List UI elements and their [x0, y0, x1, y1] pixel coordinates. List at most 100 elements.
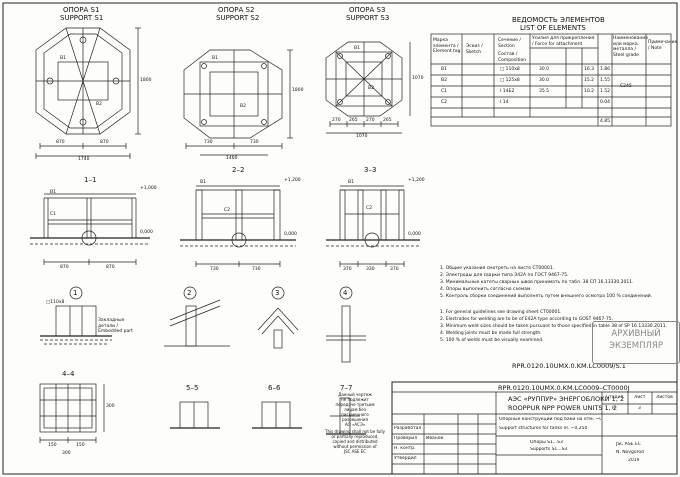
title-block-desc-ru: Опорные конструкции под баки на отм. ~0,…	[499, 417, 601, 422]
title-block-stage-hdr: Стадия	[606, 395, 624, 400]
title-block-sheet-ru: Опоры S1...S3	[530, 440, 563, 445]
title-block-grid	[391, 381, 678, 475]
table-header-force: Усилия для прикрепления / Force for atta…	[532, 36, 595, 47]
note-ru-3: 3. Минимальные катеты сварных швов прини…	[440, 280, 634, 285]
title-block-project-en: ROOPPUR NPP POWER UNITS 1, 2	[508, 404, 617, 412]
title-block-year: 2019	[628, 458, 640, 463]
title-block-desc-en: Support structures for tanks el. ~0,250	[499, 426, 588, 431]
table-header-tag: Марка элемента / Element tag	[433, 38, 461, 54]
reference-code: RPR.0120.10UMX.0.KM.LC0009/S.1	[512, 362, 626, 370]
table-header-composition: Состав / Composition	[498, 52, 527, 63]
copy-ru-3: передаче третьим	[335, 402, 375, 407]
note-ru-5: 5. Контроль сборки соединений выполнять …	[440, 294, 653, 299]
s33-elev-top: +1,200	[408, 178, 425, 183]
s44-dim-1: 150	[48, 443, 57, 448]
elements-table-grid	[430, 33, 672, 127]
row-3-f3: 1.52	[600, 89, 611, 94]
s3-label-b2: B2	[368, 86, 374, 91]
s3-dim-3: 270	[366, 118, 375, 123]
s44-dim-2: 150	[76, 443, 85, 448]
archive-stamp-line1: АРХИВНЫЙ	[611, 329, 661, 339]
node-details	[40, 286, 366, 363]
s1-height-dim: 1800	[140, 78, 152, 83]
title-block-sheets-hdr: Листов	[656, 395, 673, 400]
s33-label-b1: B1	[348, 180, 354, 185]
note-en-2: 2. Electrodes for welding are to be of E…	[440, 317, 614, 322]
node-4-label: 4	[343, 289, 348, 297]
section-1-1	[30, 193, 150, 265]
support-s3-plan	[325, 41, 411, 134]
s3-width-dim: 1070	[356, 134, 368, 139]
row-1-comp: □ 110x8	[500, 67, 520, 72]
node-2-label: 2	[187, 289, 192, 297]
section-7-7-label: 7–7	[340, 384, 353, 392]
s1-width-dim: 1740	[78, 157, 90, 162]
copy-en-2: or partially reproduced,	[331, 434, 379, 439]
section-2-2	[180, 185, 296, 267]
table-header-steel: Наименование или марка металла / Steel g…	[613, 36, 648, 58]
row-2-f3: 1.55	[600, 78, 611, 83]
s11-elev-zero: 0,000	[140, 230, 153, 235]
copy-en-3: copied and distributed	[332, 439, 378, 444]
s2-label-b1: B1	[212, 56, 218, 61]
title-block-code: RPR.0120.10UMX.0.KM.LC0009–CT0000J	[498, 384, 630, 392]
s1-label-b2: B2	[96, 102, 102, 107]
elements-table-title-ru: ВЕДОМОСТЬ ЭЛЕМЕНТОВ	[512, 16, 605, 24]
s33-dim-3: 370	[390, 267, 399, 272]
row-2-tag: B2	[441, 78, 447, 83]
row-3-tag: C1	[441, 89, 448, 94]
copy-ru-2: не подлежит	[341, 397, 369, 402]
note-en-4: 4. Welding joints must be made full stre…	[440, 331, 542, 336]
row-4-comp: I 14	[500, 100, 509, 105]
support-s1-title-en: SUPPORT S1	[60, 14, 104, 22]
s22-label-c2: C2	[224, 208, 231, 213]
s44-dim-height: 300	[106, 404, 115, 409]
embedded-part-note: Закладные детали / Embedded part	[98, 318, 133, 334]
note-en-1: 1. For general guidelines see drawing sh…	[440, 310, 562, 315]
title-block-role-3: Н. контр.	[394, 446, 416, 451]
title-block-role-2: Проверил	[394, 436, 418, 441]
row-4-tag: C2	[441, 100, 448, 105]
s22-label-b1: B1	[200, 180, 206, 185]
row-2-comp: □ 125x8	[500, 78, 520, 83]
table-header-note: Примечание / Note	[648, 40, 678, 51]
row-2-f2: 15.2	[584, 78, 595, 83]
s1-label-b1: B1	[60, 56, 66, 61]
row-3-comp: I 14Б2	[500, 89, 515, 94]
s3-height-dim: 1070	[412, 76, 424, 81]
support-s3-title-ru: ОПОРА S3	[349, 6, 386, 14]
s1-dim-right: 870	[100, 140, 109, 145]
section-4-4	[39, 383, 105, 443]
section-1-1-label: 1–1	[84, 176, 97, 184]
s2-width-dim: 1460	[226, 156, 238, 161]
title-block-sheet-en: Supports S1...S3	[530, 447, 568, 452]
s2-height-dim: 1800	[292, 88, 304, 93]
s33-dim-1: 370	[343, 267, 352, 272]
node-1-label: 1	[73, 289, 78, 297]
s2-label-b2: B2	[240, 104, 246, 109]
s33-dim-2: 330	[366, 267, 375, 272]
row-1-f2: 16.3	[584, 67, 595, 72]
s11-dim-1: 870	[60, 265, 69, 270]
s11-elev-top: +1,000	[140, 186, 157, 191]
s3-label-b1: B1	[354, 46, 360, 51]
section-5-5-label: 5–5	[186, 384, 199, 392]
section-3-3-label: 3–3	[364, 166, 377, 174]
title-block-org1: JSC ASE EC	[616, 442, 641, 447]
note-ru-1: 1. Общие указания смотреть на листе СТ00…	[440, 266, 555, 271]
row-1-f1: 30.0	[539, 67, 550, 72]
title-block-sheet-hdr: Лист	[634, 395, 646, 400]
node-3-label: 3	[275, 289, 280, 297]
s44-dim-total: 300	[62, 451, 71, 456]
s3-dim-4: 265	[383, 118, 392, 123]
copy-ru-5: письменного	[341, 412, 369, 417]
elements-table-title-en: LIST OF ELEMENTS	[520, 24, 586, 32]
s33-elev-zero: 0,000	[408, 232, 421, 237]
note-ru-4: 4. Опоры выполнить согласно схемам.	[440, 287, 532, 292]
section-3-3	[326, 185, 420, 267]
table-total: 4.85	[600, 119, 611, 124]
copy-ru-4: лицам без	[344, 407, 366, 412]
s33-label-c2: C2	[366, 206, 373, 211]
s3-dim-2: 265	[349, 118, 358, 123]
